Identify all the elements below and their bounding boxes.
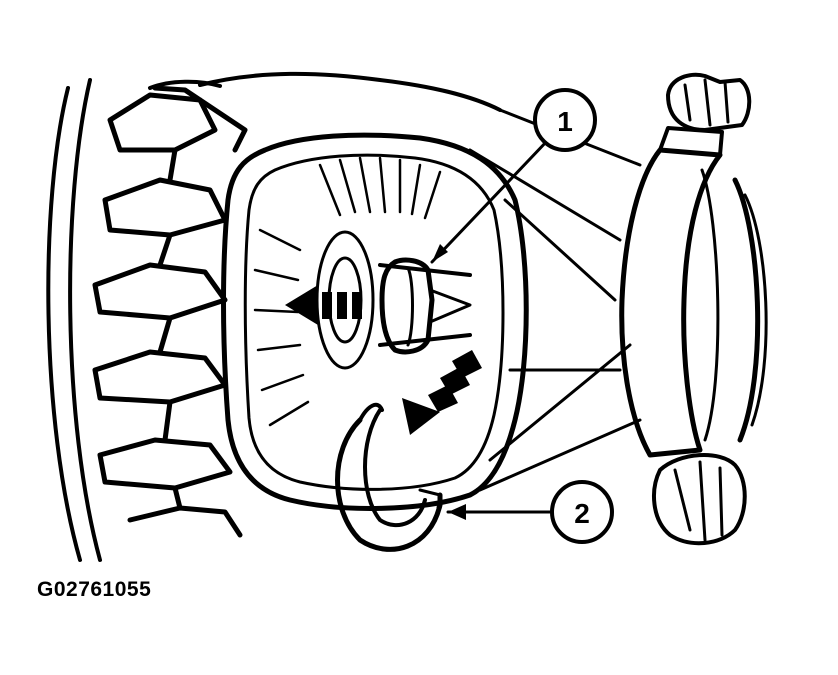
bearing-cap-bolts xyxy=(652,72,752,546)
callout-1-number: 1 xyxy=(557,106,573,137)
pinion-gear-center xyxy=(379,257,435,355)
hook-tool xyxy=(335,402,443,552)
pinion-shaft xyxy=(378,263,472,347)
figure-id-label: G02761055 xyxy=(37,578,152,601)
bearing-cap xyxy=(619,126,768,458)
case-web-lines xyxy=(468,108,642,492)
leader-lines xyxy=(430,138,557,520)
removal-arrow-left xyxy=(285,285,362,325)
removal-arrow-diagonal xyxy=(402,350,482,435)
callout-2: 2 xyxy=(550,480,614,544)
callout-2-number: 2 xyxy=(574,498,590,529)
callout-1: 1 xyxy=(533,88,597,152)
differential-case xyxy=(221,132,529,511)
housing-left-arcs xyxy=(46,78,102,562)
